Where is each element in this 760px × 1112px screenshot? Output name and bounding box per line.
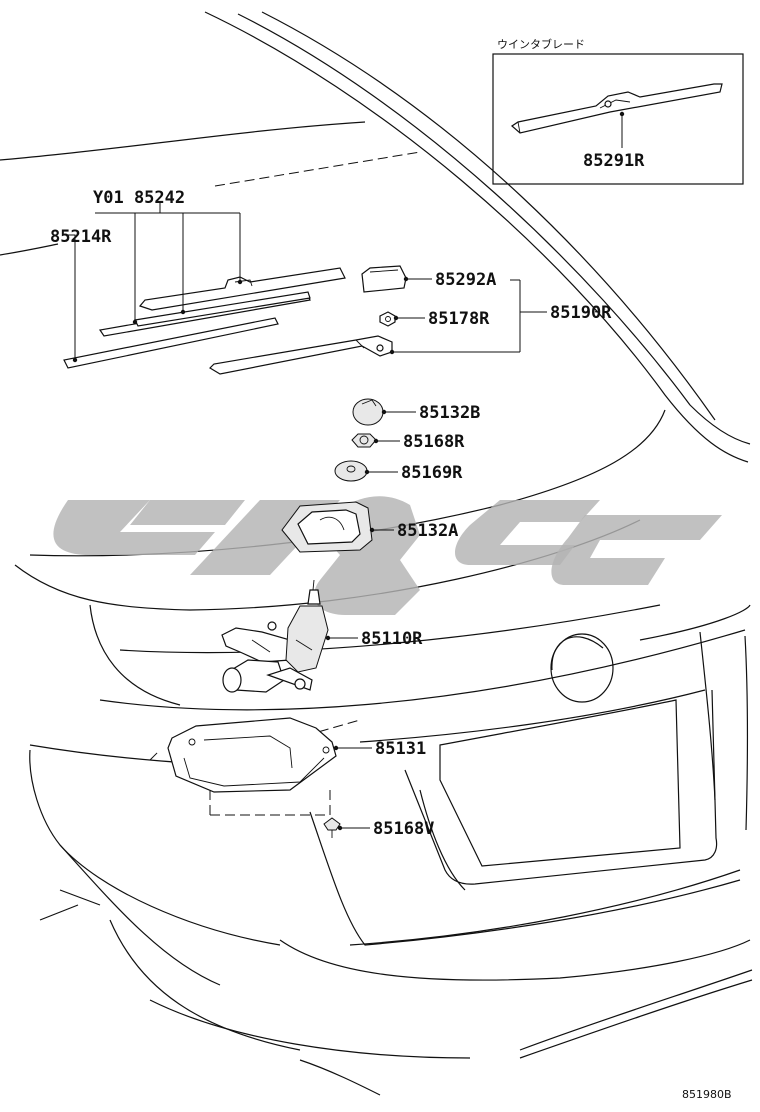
label-85132B: 85132B — [419, 403, 480, 423]
label-Y01-85242: Y01 85242 — [93, 188, 185, 208]
wiper-blade-assembly — [63, 267, 346, 369]
label-85168V: 85168V — [373, 819, 434, 839]
pivot-cap-part — [352, 398, 384, 426]
diagram-code: 851980B — [682, 1088, 732, 1101]
label-85178R: 85178R — [428, 309, 490, 329]
wiper-arm — [209, 335, 393, 375]
label-85110R: 85110R — [361, 629, 423, 649]
label-85169R: 85169R — [401, 463, 463, 483]
screw-part — [323, 817, 341, 838]
label-85168R: 85168R — [403, 432, 465, 452]
pivot-nut-part — [351, 433, 377, 448]
part-labels: Y01 85242 85214R 85292A 85190R 85178R 85… — [50, 188, 612, 839]
inset-title: ウインタブレード — [497, 37, 585, 51]
wiper-motor-part — [221, 579, 329, 693]
cushion-part — [281, 501, 373, 553]
leader-lines — [65, 202, 547, 829]
head-cover-part — [361, 265, 407, 293]
label-85214R: 85214R — [50, 227, 112, 247]
arm-nut-part — [379, 311, 396, 327]
inset-frame — [492, 53, 744, 185]
watermark-logo — [53, 496, 722, 615]
inset-wiper-blade-shape — [511, 83, 723, 134]
label-85291R: 85291R — [583, 151, 645, 171]
inset-box-wiper-blade: ウインタブレード 85291R — [492, 37, 744, 185]
label-85131: 85131 — [375, 739, 426, 759]
washer-part — [334, 460, 368, 482]
motor-cover-part — [167, 717, 337, 793]
label-85190R: 85190R — [550, 303, 612, 323]
leader-dots — [72, 111, 625, 831]
vehicle-body-outline — [0, 11, 753, 1096]
label-85132A: 85132A — [397, 521, 458, 541]
label-85292A: 85292A — [435, 270, 496, 290]
